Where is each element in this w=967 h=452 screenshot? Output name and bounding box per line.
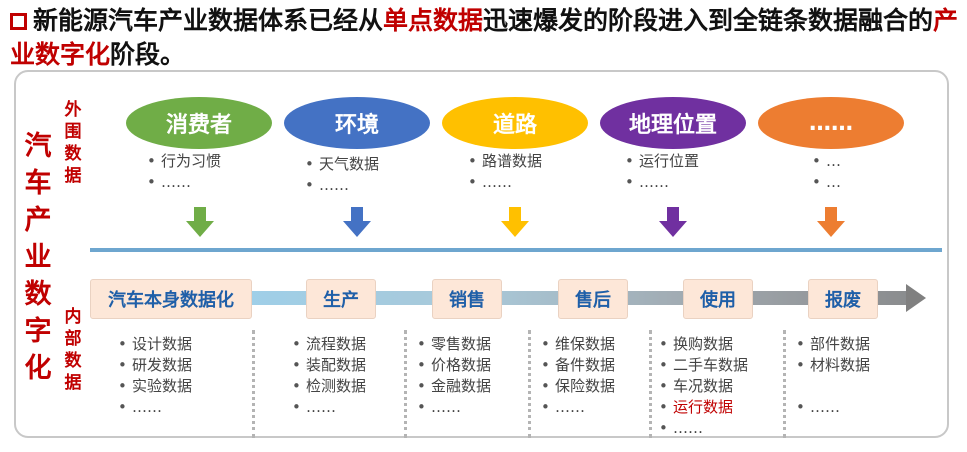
list-item: 金融数据	[417, 376, 491, 397]
list-item: 备件数据	[541, 355, 615, 376]
down-arrow-icon	[343, 207, 371, 237]
column-separator	[528, 330, 531, 438]
column-separator	[783, 330, 786, 438]
list-item: 保险数据	[541, 376, 615, 397]
list-item: 路谱数据	[468, 151, 542, 172]
down-arrow-icon	[186, 207, 214, 237]
stage-box: 售后	[558, 279, 628, 319]
headline-text-2: 迅速爆发的阶段进入到全链条数据融合的	[483, 6, 934, 35]
list-item: ……	[118, 397, 192, 418]
list-item: ……	[305, 175, 379, 196]
column-separator	[252, 330, 255, 438]
down-arrow-icon	[501, 207, 529, 237]
stage-item-list: 零售数据 价格数据 金融数据 ……	[417, 334, 491, 418]
headline-text-1: 新能源汽车产业数据体系已经从	[33, 6, 384, 35]
source-oval: 消费者	[126, 97, 272, 149]
list-item: 检测数据	[292, 376, 366, 397]
list-item: 设计数据	[118, 334, 192, 355]
stage-item-list: 流程数据 装配数据 检测数据 ……	[292, 334, 366, 418]
down-arrow-icon	[659, 207, 687, 237]
source-oval: ……	[758, 97, 904, 149]
list-item: 行为习惯	[147, 151, 221, 172]
stage-box: 销售	[432, 279, 502, 319]
source-oval: 环境	[284, 97, 430, 149]
column-separator	[404, 330, 407, 438]
source-oval: 地理位置	[600, 97, 746, 149]
stage-item-list: 设计数据 研发数据 实验数据 ……	[118, 334, 192, 418]
external-data-label: 外围数据	[64, 100, 82, 186]
down-arrow-icon	[817, 207, 845, 237]
headline-highlight-2: 产业数字化	[10, 6, 959, 69]
list-item: ……	[625, 172, 699, 193]
stage-box: 报废	[808, 279, 878, 319]
list-item: 天气数据	[305, 154, 379, 175]
source-oval: 道路	[442, 97, 588, 149]
list-item: ……	[468, 172, 542, 193]
list-item: ……	[417, 397, 491, 418]
list-item: ……	[659, 418, 748, 439]
square-bullet-icon	[10, 13, 27, 30]
headline-highlight-1: 单点数据	[383, 6, 484, 35]
list-item: 实验数据	[118, 376, 192, 397]
flow-arrow-head-icon	[906, 284, 926, 312]
vertical-title: 汽车产业数字化	[24, 131, 52, 384]
stage-box: 生产	[306, 279, 376, 319]
diagram-frame	[14, 70, 949, 438]
stage-item-list: 部件数据 材料数据 ……	[796, 334, 870, 418]
list-item: …	[812, 172, 841, 193]
source-item-list: 天气数据 ……	[305, 154, 379, 196]
list-item: 运行位置	[625, 151, 699, 172]
section-divider	[90, 248, 942, 252]
list-item: ……	[292, 397, 366, 418]
list-item: 材料数据	[796, 355, 870, 376]
list-item: 研发数据	[118, 355, 192, 376]
list-item: 装配数据	[292, 355, 366, 376]
headline-text-3: 阶段。	[110, 40, 186, 69]
list-item: 零售数据	[417, 334, 491, 355]
stage-box: 使用	[683, 279, 753, 319]
source-item-list: 路谱数据 ……	[468, 151, 542, 193]
list-item: 换购数据	[659, 334, 748, 355]
list-item: ……	[541, 397, 615, 418]
list-item: ……	[796, 397, 870, 418]
list-item-highlighted: 运行数据	[659, 397, 748, 418]
list-item: 流程数据	[292, 334, 366, 355]
stage-box: 汽车本身数据化	[90, 279, 252, 319]
list-item: 价格数据	[417, 355, 491, 376]
list-item: 部件数据	[796, 334, 870, 355]
stage-item-list: 换购数据 二手车数据 车况数据 运行数据 ……	[659, 334, 748, 439]
stage-item-list: 维保数据 备件数据 保险数据 ……	[541, 334, 615, 418]
source-item-list: 行为习惯 ……	[147, 151, 221, 193]
list-item: 二手车数据	[659, 355, 748, 376]
source-item-list: … …	[812, 151, 841, 193]
source-item-list: 运行位置 ……	[625, 151, 699, 193]
list-item: ……	[147, 172, 221, 193]
headline: 新能源汽车产业数据体系已经从单点数据迅速爆发的阶段进入到全链条数据融合的产业数字…	[10, 4, 960, 72]
list-item: …	[812, 151, 841, 172]
list-item: 车况数据	[659, 376, 748, 397]
internal-data-label: 内部数据	[64, 307, 82, 393]
list-item: 维保数据	[541, 334, 615, 355]
column-separator	[649, 330, 652, 438]
